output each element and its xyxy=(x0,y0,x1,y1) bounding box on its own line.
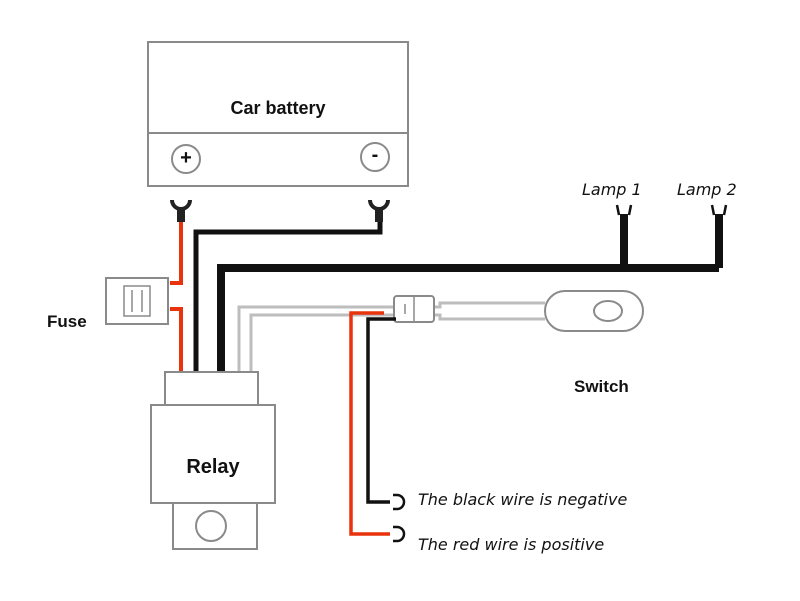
red-power-wire xyxy=(170,222,183,372)
battery-negative-ring-connector xyxy=(368,199,390,222)
switch-label: Switch xyxy=(574,377,629,396)
black-signal-wire xyxy=(366,317,396,504)
lamp-power-wire xyxy=(217,214,723,372)
switch-icon xyxy=(544,290,644,332)
fuse-icon xyxy=(105,277,169,325)
inline-connector-icon xyxy=(393,295,435,323)
fuse-label: Fuse xyxy=(47,312,87,331)
negative-symbol: - xyxy=(371,144,379,166)
car-battery xyxy=(147,41,409,187)
black-ground-wire xyxy=(193,222,383,372)
lamp-2-connector xyxy=(710,204,728,216)
lamp-1-connector xyxy=(615,204,633,216)
black-wire-terminal-icon xyxy=(393,493,406,511)
lamp-1-label: Lamp 1 xyxy=(582,180,642,199)
positive-symbol: + xyxy=(180,147,192,169)
negative-terminal-icon xyxy=(360,142,390,172)
relay-label: Relay xyxy=(186,456,240,478)
battery-positive-ring-connector xyxy=(170,199,192,222)
red-signal-wire xyxy=(349,311,390,536)
red-wire-note: The red wire is positive xyxy=(418,535,605,554)
positive-terminal-icon xyxy=(171,144,201,174)
battery-label: Car battery xyxy=(230,98,326,118)
lamp-2-label: Lamp 2 xyxy=(677,180,737,199)
red-wire-terminal-icon xyxy=(393,525,406,543)
white-switch-wire xyxy=(237,301,545,372)
relay-icon xyxy=(150,371,276,550)
black-wire-note: The black wire is negative xyxy=(418,490,628,509)
